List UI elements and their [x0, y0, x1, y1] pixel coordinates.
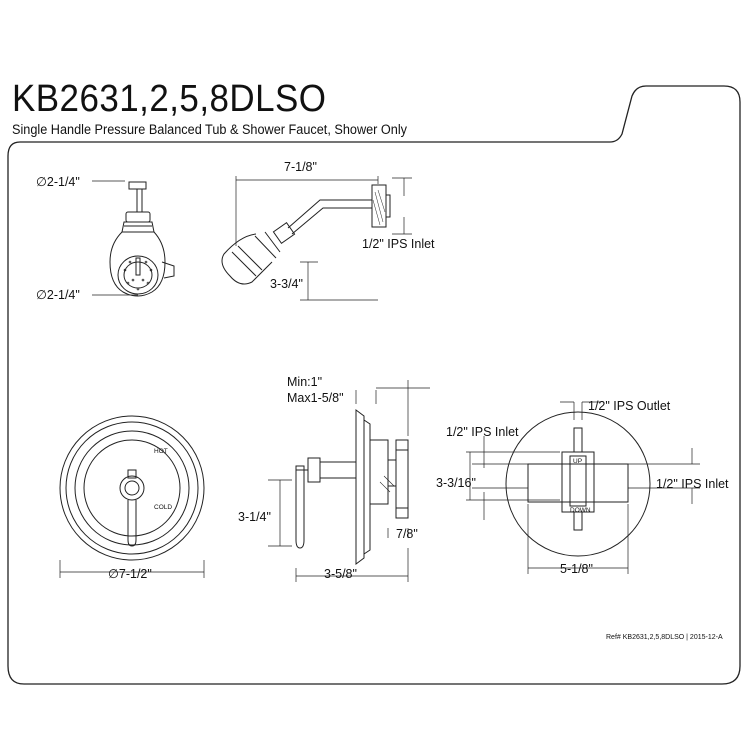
- up-label: UP: [573, 458, 582, 465]
- product-description: Single Handle Pressure Balanced Tub & Sh…: [12, 122, 408, 137]
- wall-min-label: Min:1": [287, 375, 322, 389]
- hot-label: HOT: [154, 448, 168, 455]
- inlet-left-label: 1/2" IPS Inlet: [446, 425, 519, 439]
- arm-drop-label: 3-3/4": [270, 277, 303, 291]
- outlet-label: 1/2" IPS Outlet: [588, 399, 671, 413]
- valve-side-view: [268, 380, 430, 582]
- back-width-label: 5-1/8": [560, 562, 593, 576]
- projection-label: 3-5/8": [324, 567, 357, 581]
- trim-diameter-label: ∅7-1/2": [108, 567, 152, 581]
- reference-number: Ref# KB2631,2,5,8DLSO | 2015-12-A: [606, 634, 723, 641]
- valve-trim-front-view: [59, 415, 205, 578]
- showerhead-front-view: [92, 180, 175, 297]
- cold-label: COLD: [154, 504, 172, 511]
- showerhead-dia-bottom: ∅2-1/4": [36, 288, 80, 302]
- frame-border: [7, 85, 741, 685]
- handle-height-label: 3-1/4": [238, 510, 271, 524]
- shower-arm-side-view: [221, 176, 412, 301]
- wall-max-label: Max1-5/8": [287, 391, 344, 405]
- arm-inlet-label: 1/2" IPS Inlet: [362, 237, 435, 251]
- arm-length-label: 7-1/8": [284, 160, 317, 174]
- inlet-right-label: 1/2" IPS Inlet: [656, 477, 729, 491]
- back-height-label: 3-3/16": [436, 476, 476, 490]
- valve-back-view: [466, 401, 700, 574]
- model-title: KB2631,2,5,8DLSO: [12, 78, 327, 120]
- body-depth-label: 7/8": [396, 527, 418, 541]
- showerhead-dia-top: ∅2-1/4": [36, 175, 80, 189]
- down-label: DOWN: [570, 507, 591, 514]
